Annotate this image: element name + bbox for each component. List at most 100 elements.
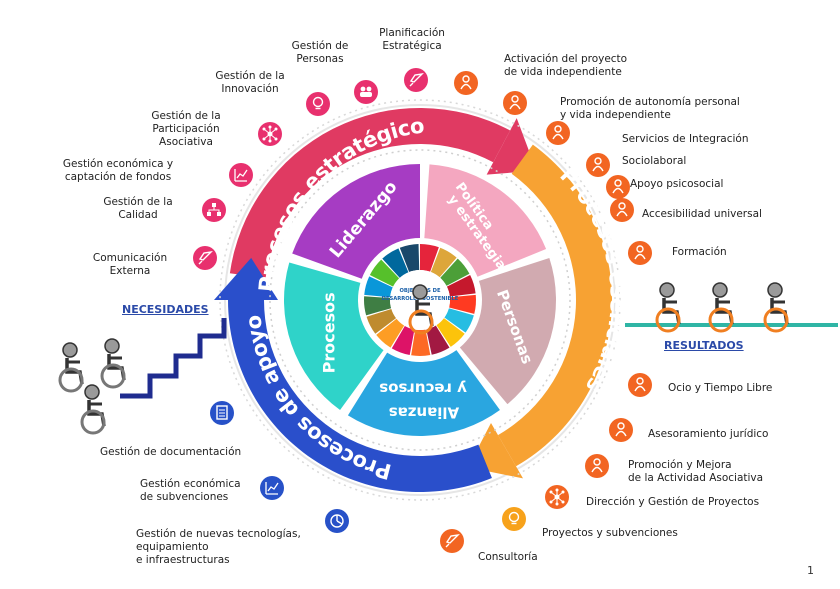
wheelchair-figure-right-3 bbox=[763, 282, 789, 333]
staircase bbox=[120, 318, 227, 399]
segment-label-alianzas-2: y recursos bbox=[379, 379, 467, 397]
chart-icon bbox=[234, 169, 248, 182]
item-direccion bbox=[545, 485, 569, 509]
network-icon bbox=[262, 125, 278, 143]
ring-essential bbox=[498, 144, 613, 467]
dotted-ring-outer bbox=[269, 149, 571, 451]
item-label-documentacion: Gestión de documentación bbox=[100, 446, 242, 458]
sdg-slice bbox=[366, 308, 397, 334]
label-necesidades: NECESIDADES bbox=[122, 303, 209, 316]
item-label-calidad: Gestión de la Calidad bbox=[103, 196, 173, 221]
item-label-participacion: Gestión de la Participación Asociativa bbox=[151, 110, 221, 148]
item-icon-badge bbox=[606, 175, 630, 199]
sdg-slice bbox=[399, 244, 420, 273]
item-icon-badge bbox=[610, 198, 634, 222]
person-icon bbox=[591, 458, 603, 473]
item-icon-badge bbox=[503, 91, 527, 115]
sdg-slice bbox=[440, 258, 470, 286]
person-icon bbox=[552, 125, 564, 140]
item-label-sociolaboral: Sociolaboral bbox=[622, 155, 687, 167]
item-label-innovacion: Gestión de la Innovación bbox=[215, 70, 285, 95]
item-promocion_act bbox=[585, 454, 609, 478]
item-consultoria bbox=[440, 529, 464, 553]
item-label-planificacion: Planificación Estratégica bbox=[379, 27, 445, 52]
rocket-icon bbox=[198, 251, 213, 265]
sdg-slice bbox=[430, 247, 457, 278]
lightbulb-icon bbox=[312, 96, 324, 110]
hierarchy-icon bbox=[207, 203, 221, 216]
wheelchair-figures bbox=[58, 282, 838, 435]
item-formacion bbox=[628, 241, 652, 265]
dotted-ring-edge bbox=[219, 99, 621, 501]
item-ocio bbox=[628, 373, 652, 397]
segment-personas bbox=[459, 257, 556, 405]
item-icon-badge bbox=[454, 71, 478, 95]
person-icon bbox=[634, 377, 646, 392]
ring-strategic bbox=[229, 107, 511, 279]
item-planificacion bbox=[404, 68, 428, 92]
item-sociolaboral bbox=[586, 153, 610, 177]
sdg-slice bbox=[446, 275, 476, 297]
document-icon bbox=[216, 405, 228, 420]
person-icon bbox=[460, 75, 472, 90]
wheelchair-figure-right-1 bbox=[655, 282, 681, 333]
person-icon bbox=[634, 245, 646, 260]
sdg-slice bbox=[382, 248, 409, 278]
item-icon-badge bbox=[546, 121, 570, 145]
item-innovacion bbox=[306, 92, 330, 116]
item-activacion bbox=[454, 71, 478, 95]
item-economica bbox=[229, 163, 253, 187]
label-resultados: RESULTADOS bbox=[664, 339, 744, 352]
sdg-slice bbox=[376, 318, 405, 348]
item-label-ocio: Ocio y Tiempo Libre bbox=[668, 382, 773, 394]
sdg-center-disc bbox=[390, 270, 450, 330]
item-label-psicosocial: Apoyo psicosocial bbox=[630, 178, 724, 190]
item-psicosocial bbox=[606, 175, 630, 199]
item-label-consultoria: Consultoría bbox=[478, 551, 538, 563]
sdg-slice bbox=[420, 244, 439, 272]
sdg-slice bbox=[436, 318, 465, 347]
rocket-icon bbox=[445, 534, 460, 548]
item-label-accesibilidad: Accesibilidad universal bbox=[642, 208, 762, 220]
item-label-promocion_act: Promoción y Mejora de la Actividad Asoci… bbox=[628, 459, 764, 484]
item-label-promocion_aut: Promoción de autonomía personal y vida i… bbox=[560, 96, 740, 121]
wheelchair-figure-left-3 bbox=[80, 384, 106, 435]
person-icon bbox=[509, 95, 521, 110]
item-label-personas: Gestión de Personas bbox=[291, 40, 349, 65]
item-label-asesoramiento: Asesoramiento jurídico bbox=[648, 428, 769, 440]
segment-alianzas bbox=[347, 350, 500, 436]
sdg-slice bbox=[449, 294, 476, 314]
segment-label-alianzas-1: Alianzas bbox=[389, 403, 460, 421]
item-accesibilidad bbox=[610, 198, 634, 222]
item-asesoramiento bbox=[609, 418, 633, 442]
item-subvenciones bbox=[260, 476, 284, 500]
page-number: 1 bbox=[807, 564, 814, 577]
rocket-icon bbox=[409, 73, 424, 87]
sdg-slice bbox=[369, 259, 400, 287]
wheelchair-figure-right-2 bbox=[708, 282, 734, 333]
item-documentacion bbox=[210, 401, 234, 425]
item-label-tecnologias: Gestión de nuevas tecnologías, equipamie… bbox=[136, 528, 301, 566]
segment-politica bbox=[424, 164, 547, 277]
person-icon bbox=[592, 157, 604, 172]
item-icon-badge bbox=[586, 153, 610, 177]
chart-icon bbox=[265, 482, 279, 495]
item-label-proyectos: Proyectos y subvenciones bbox=[542, 527, 678, 539]
item-label-activacion: Activación del proyecto de vida independ… bbox=[504, 53, 628, 78]
item-tecnologias bbox=[325, 509, 349, 533]
item-proyectos bbox=[502, 507, 526, 531]
person-icon bbox=[616, 202, 628, 217]
item-icon-badge bbox=[585, 454, 609, 478]
item-icon-badge bbox=[306, 92, 330, 116]
item-personas bbox=[354, 80, 378, 104]
item-icon-badge bbox=[628, 373, 652, 397]
item-promocion_aut bbox=[503, 91, 527, 115]
item-label-formacion: Formación bbox=[672, 246, 727, 258]
lightbulb-icon bbox=[508, 511, 520, 525]
person-icon bbox=[612, 179, 624, 194]
item-calidad bbox=[202, 198, 226, 222]
